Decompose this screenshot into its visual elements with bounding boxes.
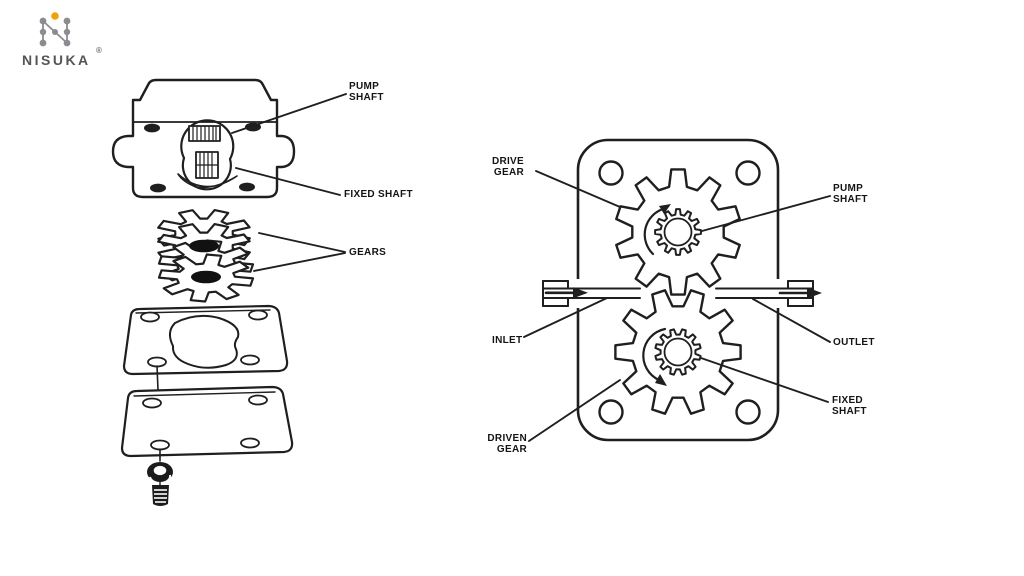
nisuka-logo: NISUKA ® [20, 8, 110, 70]
brand-name: NISUKA [22, 52, 91, 68]
fixed-shaft-part [195, 151, 219, 179]
cw-rotation-arrow [643, 204, 671, 256]
registered-mark: ® [96, 46, 102, 55]
label-pump-shaft-left: PUMP SHAFT [349, 81, 384, 103]
pump-housing [111, 78, 296, 199]
label-fixed-shaft-right: FIXED SHAFT [832, 395, 867, 417]
outlet-flow-arrow [778, 287, 822, 299]
leader-inlet [523, 297, 608, 338]
leader-drive-gear [535, 170, 621, 208]
leader-pump-shaft-left [231, 93, 347, 134]
ccw-rotation-arrow [642, 327, 667, 386]
washer [147, 462, 173, 485]
leader-pump-shaft-right [701, 195, 831, 232]
label-pump-shaft-right: PUMP SHAFT [833, 183, 868, 205]
label-fixed-shaft-left: FIXED SHAFT [344, 189, 413, 200]
label-outlet: OUTLET [833, 337, 875, 348]
gasket-plate [122, 304, 289, 391]
drive-gear [615, 168, 741, 296]
logo-accent-dot [51, 12, 59, 20]
leader-gears-top [258, 232, 346, 253]
left-exploded-diagram [111, 78, 296, 506]
cover-plate [120, 385, 294, 462]
kidney-cutout [169, 314, 240, 369]
body-bolt-holes [598, 160, 761, 425]
label-gears: GEARS [349, 247, 387, 258]
pump-shaft-part [188, 125, 221, 142]
bolt [152, 481, 169, 506]
label-driven-gear: DRIVEN GEAR [487, 433, 527, 455]
leader-fixed-shaft-left [235, 167, 341, 196]
leader-outlet [752, 298, 831, 343]
label-drive-gear: DRIVE GEAR [491, 156, 524, 178]
outlet-pipe [715, 279, 822, 308]
leader-gears-bottom [253, 252, 346, 272]
label-inlet: INLET [492, 335, 523, 346]
pump-gears [157, 209, 255, 303]
leader-driven-gear [528, 379, 621, 442]
inlet-pipe [542, 279, 641, 308]
dots-n-logo-icon [39, 12, 71, 47]
leader-lines [231, 93, 831, 442]
driven-gear [614, 289, 742, 415]
inlet-flow-arrow [544, 287, 588, 299]
leader-fixed-shaft-right [700, 357, 829, 403]
right-section-diagram [542, 138, 822, 442]
